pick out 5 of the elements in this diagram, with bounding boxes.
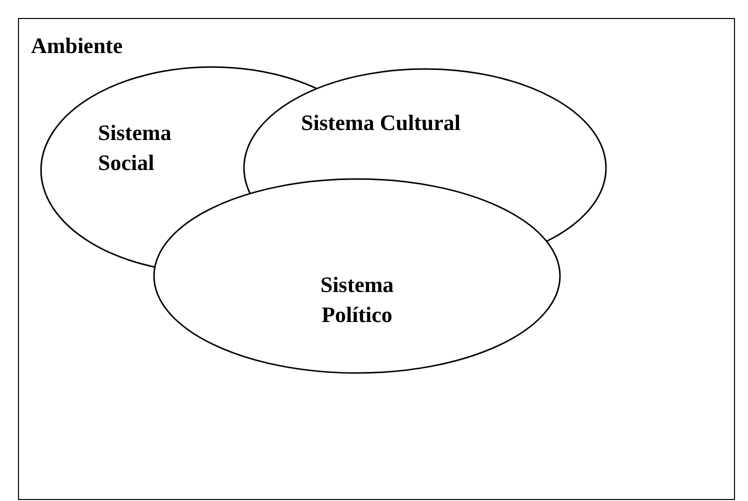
- environment-frame: [18, 18, 735, 500]
- system-label: Sistema Cultural: [301, 109, 462, 137]
- frame-title: Ambiente: [31, 32, 124, 60]
- system-label: Sistema Social: [98, 119, 172, 177]
- system-label: Sistema Político: [319, 271, 395, 329]
